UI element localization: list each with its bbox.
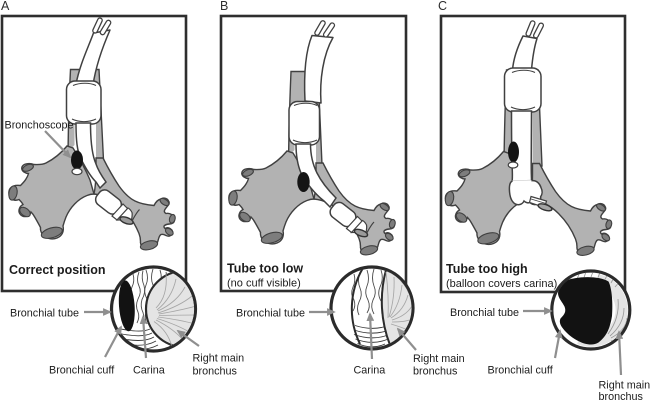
svg-text:bronchus: bronchus [599, 391, 644, 400]
svg-text:(no cuff visible): (no cuff visible) [227, 278, 301, 290]
svg-text:A: A [1, 0, 10, 13]
svg-text:Tube too low: Tube too low [227, 262, 303, 276]
svg-text:Right main: Right main [413, 353, 465, 365]
svg-text:Carina: Carina [133, 365, 165, 377]
svg-text:(balloon covers carina): (balloon covers carina) [446, 278, 557, 290]
svg-text:Bronchial tube: Bronchial tube [450, 307, 519, 319]
svg-text:C: C [438, 0, 447, 13]
svg-text:B: B [220, 0, 228, 13]
svg-text:Bronchial cuff: Bronchial cuff [49, 365, 115, 377]
svg-text:Bronchoscope: Bronchoscope [5, 120, 74, 132]
svg-text:Bronchial tube: Bronchial tube [236, 308, 305, 320]
svg-text:Correct position: Correct position [9, 263, 106, 277]
svg-text:bronchus: bronchus [413, 366, 458, 378]
svg-text:Right main: Right main [599, 380, 650, 392]
svg-text:Tube too high: Tube too high [446, 262, 528, 276]
svg-text:Bronchial tube: Bronchial tube [10, 308, 79, 320]
svg-text:Bronchial cuff: Bronchial cuff [488, 365, 554, 377]
svg-text:Right main: Right main [193, 353, 245, 365]
svg-text:Carina: Carina [354, 365, 386, 377]
svg-text:bronchus: bronchus [193, 366, 238, 378]
